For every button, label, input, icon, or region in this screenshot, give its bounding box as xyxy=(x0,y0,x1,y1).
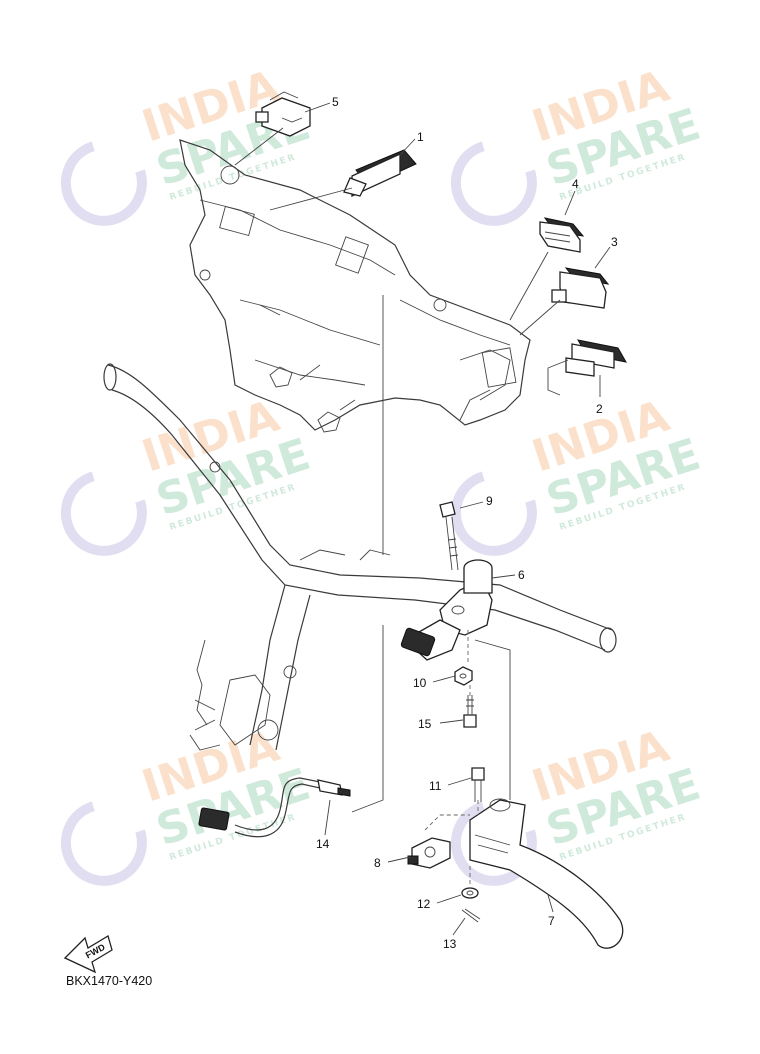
switch-part-3 xyxy=(551,267,610,309)
callout-15: 15 xyxy=(418,717,432,731)
wrench-gear-icon xyxy=(450,469,537,556)
switch-part-4 xyxy=(539,217,585,253)
switch-part-2 xyxy=(565,339,627,377)
callout-11: 11 xyxy=(429,779,442,793)
switch-part-5 xyxy=(255,91,311,137)
callout-2: 2 xyxy=(596,402,603,416)
lever-7 xyxy=(469,798,624,949)
callout-3: 3 xyxy=(611,235,618,249)
cable-switch-14 xyxy=(198,777,351,838)
fwd-arrow-icon: FWD xyxy=(63,935,113,974)
callout-7: 7 xyxy=(548,914,555,928)
callout-13: 13 xyxy=(443,937,457,951)
lever-bracket-6 xyxy=(400,559,493,661)
wrench-gear-icon xyxy=(60,799,147,886)
callout-10: 10 xyxy=(413,676,427,690)
switch-part-1 xyxy=(343,149,417,198)
callout-leaders-top xyxy=(234,102,611,397)
diagram-code: BKX1470-Y420 xyxy=(66,974,152,988)
callout-5: 5 xyxy=(332,95,339,109)
wrench-gear-icon xyxy=(60,469,147,556)
callout-6: 6 xyxy=(518,568,525,582)
pin-13 xyxy=(461,908,481,923)
handlebar-drawing xyxy=(103,363,617,751)
washer-12 xyxy=(461,887,479,899)
callout-9: 9 xyxy=(486,494,493,508)
bolt-11 xyxy=(471,767,485,802)
callout-12: 12 xyxy=(417,897,431,911)
callout-4: 4 xyxy=(572,177,579,191)
routing-lines-lower xyxy=(351,625,511,885)
callout-8: 8 xyxy=(374,856,381,870)
wrench-gear-icon xyxy=(60,139,147,226)
callout-leaders-bottom xyxy=(324,501,554,936)
wrench-gear-icon xyxy=(450,139,537,226)
callout-14: 14 xyxy=(316,837,330,851)
handlebar-cover-drawing xyxy=(179,139,531,433)
callout-1: 1 xyxy=(417,130,424,144)
bolt-9 xyxy=(439,501,459,571)
nut-10 xyxy=(454,666,473,686)
switch-8 xyxy=(407,837,451,869)
